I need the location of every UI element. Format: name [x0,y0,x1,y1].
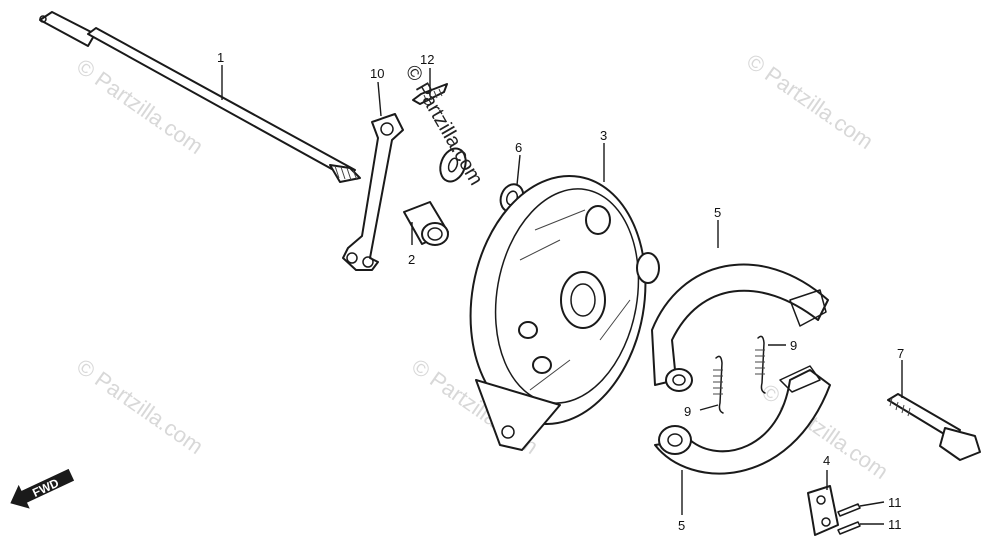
watermark-top-right: © Partzilla.com [742,49,878,155]
callout-12: 12 [420,52,434,67]
callout-7: 7 [897,346,904,361]
fwd-label: FWD [30,476,61,500]
part-10-brake-arm [342,113,404,271]
callout-1: 1 [217,50,224,65]
part-7-brake-cam [887,393,981,461]
washer [439,147,467,183]
part-9-spring-right [755,335,766,394]
callout-6: 6 [515,140,522,155]
callout-9-left: 9 [684,404,691,419]
watermark-top-left: © Partzilla.com [72,54,208,160]
part-5-brake-shoe-lower [654,365,831,475]
callout-2: 2 [408,252,415,267]
watermark-bottom-left: © Partzilla.com [72,354,208,460]
part-11-cotter-pin-upper [837,503,861,517]
callout-5-lower: 5 [678,518,685,533]
part-2-collar [403,201,449,246]
part-3-brake-panel [469,174,660,451]
callout-10: 10 [370,66,384,81]
callout-5-upper: 5 [714,205,721,220]
part-1-shaft [39,11,361,183]
callout-4: 4 [823,453,830,468]
part-9-spring-left [713,355,724,414]
part-5-brake-shoe-upper [651,263,829,392]
callout-3: 3 [600,128,607,143]
part-4-plate [807,485,839,536]
callout-9-right: 9 [790,338,797,353]
fwd-arrow-icon: FWD [10,468,75,509]
callout-11-lower: 11 [888,517,902,532]
callout-labels: 1 2 3 4 5 5 6 7 9 9 10 11 11 12 [217,50,904,533]
leader-lines [221,65,903,525]
part-11-cotter-pin-lower [837,521,861,535]
callout-11-upper: 11 [888,495,902,510]
